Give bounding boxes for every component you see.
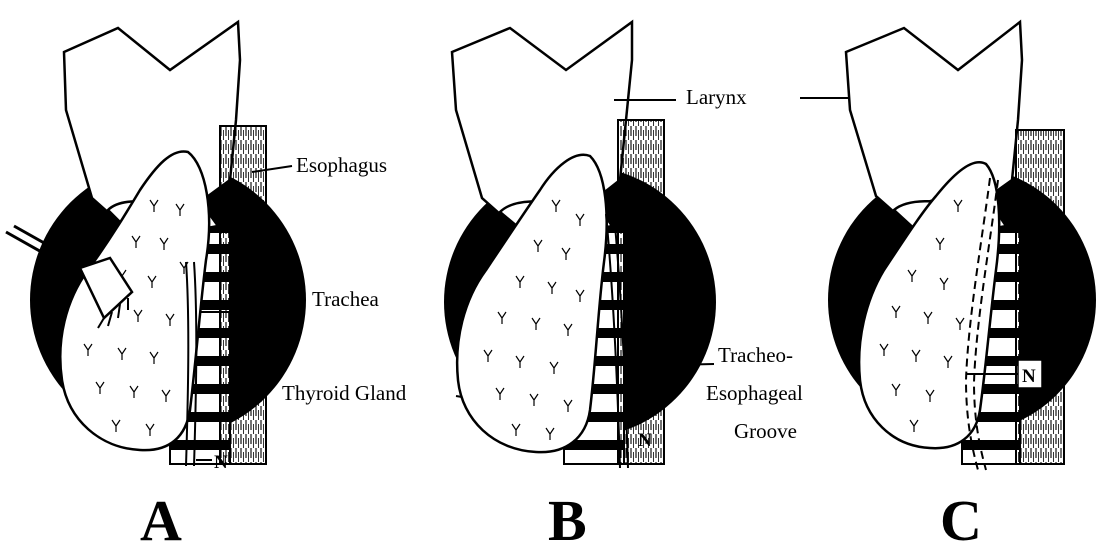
label-larynx: Larynx — [686, 85, 747, 109]
esophagus — [220, 126, 266, 464]
label-trachea: Trachea — [312, 287, 380, 311]
label-te-groove-2: Esophageal — [706, 381, 803, 405]
panel-letter-c: C — [940, 488, 982, 542]
label-thyroid-gland: Thyroid Gland — [282, 381, 407, 405]
nerve-label-b: N — [638, 430, 652, 451]
panel-letter-a: A — [140, 488, 182, 542]
label-te-groove-1: Tracheo- — [718, 343, 793, 367]
panel-c: N C — [828, 22, 1096, 542]
esophagus — [618, 120, 664, 464]
nerve-label-a: N — [214, 452, 228, 473]
esophagus — [1016, 130, 1064, 464]
nerve-label-c: N — [1022, 366, 1036, 387]
panel-a: Esophagus Trachea Thyroid Gland N A — [6, 22, 480, 542]
label-te-groove-3: Groove — [734, 419, 797, 443]
panel-letter-b: B — [548, 488, 587, 542]
panel-b: Larynx Tracheo- Esophageal Groove N B — [444, 22, 874, 542]
label-esophagus: Esophagus — [296, 153, 387, 177]
